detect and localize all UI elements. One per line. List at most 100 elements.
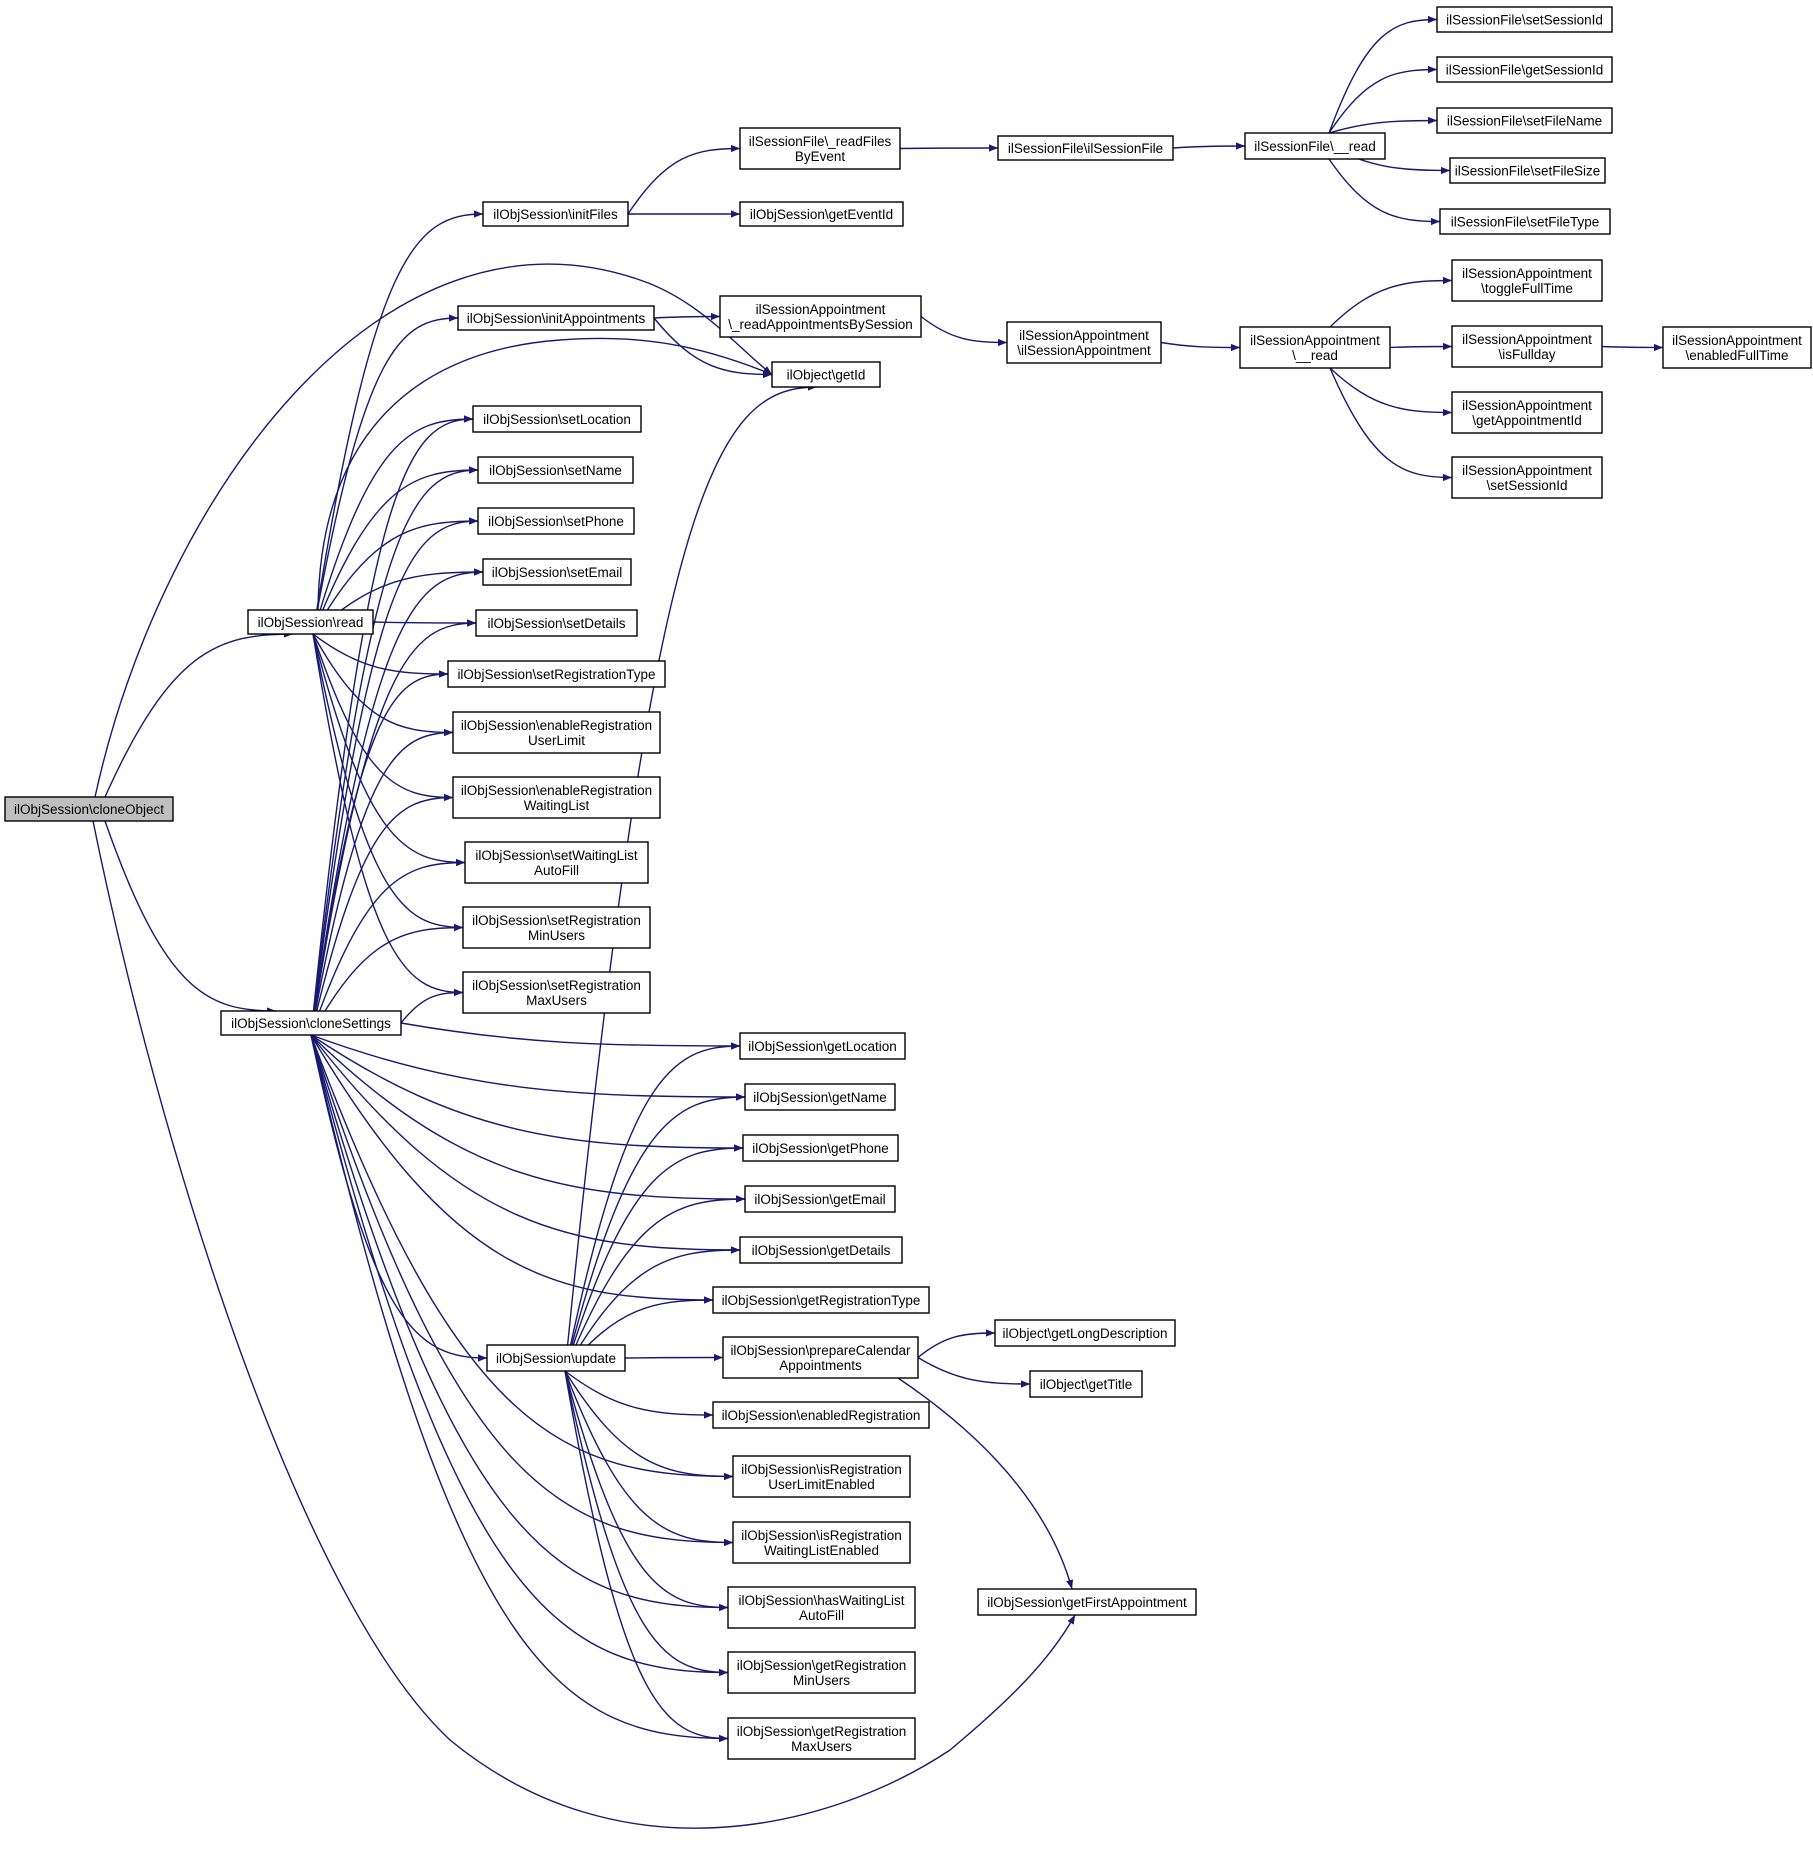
node-box <box>1662 326 1812 369</box>
node-fSetFileType[interactable]: ilSessionFile\setFileType <box>1439 208 1611 235</box>
edge-cloneObject-to-getId <box>94 263 773 798</box>
node-getLongDescription[interactable]: ilObject\getLongDescription <box>994 1319 1176 1347</box>
node-getFirstAppointment[interactable]: ilObjSession\getFirstAppointment <box>977 1588 1197 1616</box>
node-fSetFileSize[interactable]: ilSessionFile\setFileSize <box>1449 157 1606 184</box>
node-initFiles[interactable]: ilObjSession\initFiles <box>482 201 629 227</box>
node-label: ilSessionAppointment <box>756 302 886 317</box>
node-label: MinUsers <box>793 1673 850 1688</box>
node-box <box>1239 326 1391 369</box>
node-box <box>977 1588 1197 1616</box>
node-readAppointmentsBySession[interactable]: ilSessionAppointment\_readAppointmentsBy… <box>719 295 922 338</box>
edge-cloneObject-to-getFirstAppointment <box>92 820 1076 1829</box>
edge-read-to-enableRegWaitingList <box>312 633 454 802</box>
node-label: ilSessionFile\setFileType <box>1451 215 1600 230</box>
node-getTitle[interactable]: ilObject\getTitle <box>1029 1370 1143 1398</box>
node-getPhone[interactable]: ilObjSession\getPhone <box>742 1134 899 1162</box>
node-getAppointmentId[interactable]: ilSessionAppointment\getAppointmentId <box>1451 391 1603 434</box>
node-enabledFullTime[interactable]: ilSessionAppointment\enabledFullTime <box>1662 326 1812 369</box>
edge-cloneSettings-to-getEmail <box>310 1034 746 1203</box>
node-fSetFileName[interactable]: ilSessionFile\setFileName <box>1436 107 1613 134</box>
node-fGetSessionId[interactable]: ilSessionFile\getSessionId <box>1436 56 1613 83</box>
nodes-layer: ilObjSession\cloneObject ilObjSession\rea… <box>4 6 1812 1760</box>
edge-update-to-getEmail <box>564 1195 746 1372</box>
node-label: \getAppointmentId <box>1472 413 1582 428</box>
node-cloneObject[interactable]: ilObjSession\cloneObject <box>4 796 174 822</box>
node-label: MaxUsers <box>526 993 587 1008</box>
node-box <box>464 841 649 884</box>
node-label: ilObjSession\getRegistrationType <box>722 1293 921 1308</box>
node-toggleFullTime[interactable]: ilSessionAppointment\toggleFullTime <box>1451 259 1603 302</box>
node-ilSessionFile[interactable]: ilSessionFile\ilSessionFile <box>997 135 1174 161</box>
edge-read-to-setRegMinUsers <box>312 633 464 932</box>
node-fSetSessionId[interactable]: ilSessionFile\setSessionId <box>1436 6 1613 33</box>
node-read[interactable]: ilObjSession\read <box>247 609 374 635</box>
node-box <box>727 1586 916 1629</box>
node-apptRead[interactable]: ilSessionAppointment\__read <box>1239 326 1391 369</box>
edge-apptRead-to-isFullday <box>1389 342 1453 351</box>
node-label: ilSessionAppointment <box>1462 266 1592 281</box>
node-enableRegWaitingList[interactable]: ilObjSession\enableRegistrationWaitingLi… <box>452 776 661 819</box>
edge-cloneSettings-to-enableRegWaitingList <box>310 793 454 1036</box>
node-isFullday[interactable]: ilSessionAppointment\isFullday <box>1451 325 1603 368</box>
node-box <box>462 906 651 949</box>
node-label: ilObjSession\setRegistration <box>472 978 641 993</box>
edge-update-to-enabledRegistration <box>564 1370 714 1419</box>
edge-read-to-setName <box>312 466 479 635</box>
node-enabledRegistration[interactable]: ilObjSession\enabledRegistration <box>712 1401 930 1429</box>
node-setName[interactable]: ilObjSession\setName <box>477 456 634 484</box>
node-getId[interactable]: ilObject\getId <box>771 361 881 388</box>
node-fileRead[interactable]: ilSessionFile\__read <box>1244 132 1386 160</box>
node-label: ilObjSession\getDetails <box>752 1243 891 1258</box>
node-ilSessionAppointment[interactable]: ilSessionAppointment\ilSessionAppointmen… <box>1006 321 1162 364</box>
edge-fileRead-to-fSetFileType <box>1328 158 1441 226</box>
node-setPhone[interactable]: ilObjSession\setPhone <box>477 507 635 535</box>
node-cloneSettings[interactable]: ilObjSession\cloneSettings <box>220 1010 402 1036</box>
node-label: ilObject\getLongDescription <box>1002 1326 1167 1341</box>
node-box <box>1451 259 1603 302</box>
node-setRegistrationType[interactable]: ilObjSession\setRegistrationType <box>447 660 666 688</box>
node-setLocation[interactable]: ilObjSession\setLocation <box>472 405 642 433</box>
node-box <box>1244 132 1386 160</box>
node-box <box>4 796 174 822</box>
node-getLocation[interactable]: ilObjSession\getLocation <box>739 1032 906 1060</box>
edge-cloneSettings-to-update <box>310 1034 488 1362</box>
edge-cloneObject-to-cloneSettings <box>104 820 277 1015</box>
node-label: \ilSessionAppointment <box>1017 343 1151 358</box>
node-isRegUserLimitEnabled[interactable]: ilObjSession\isRegistrationUserLimitEnab… <box>732 1455 911 1498</box>
node-aSetSessionId[interactable]: ilSessionAppointment\setSessionId <box>1451 456 1603 499</box>
edge-update-to-isRegUserLimitEnabled <box>564 1370 734 1481</box>
node-getRegistrationType[interactable]: ilObjSession\getRegistrationType <box>712 1286 930 1314</box>
node-getName[interactable]: ilObjSession\getName <box>744 1083 896 1111</box>
node-update[interactable]: ilObjSession\update <box>486 1344 626 1372</box>
node-box <box>1436 56 1613 83</box>
node-initAppointments[interactable]: ilObjSession\initAppointments <box>457 305 655 331</box>
node-getEventId[interactable]: ilObjSession\getEventId <box>739 201 904 227</box>
node-box <box>486 1344 626 1372</box>
edge-fileRead-to-fGetSessionId <box>1328 65 1438 134</box>
node-setDetails[interactable]: ilObjSession\setDetails <box>475 609 638 637</box>
node-label: \enabledFullTime <box>1685 348 1788 363</box>
node-getDetails[interactable]: ilObjSession\getDetails <box>739 1236 903 1264</box>
edge-initAppointments-to-readAppointmentsBySession <box>653 312 721 321</box>
node-label: ilObjSession\enableRegistration <box>461 718 652 733</box>
node-box <box>997 135 1174 161</box>
node-setEmail[interactable]: ilObjSession\setEmail <box>482 558 632 586</box>
node-box <box>732 1521 911 1564</box>
edge-cloneSettings-to-setEmail <box>310 568 484 1036</box>
edge-read-to-setPhone <box>312 517 479 635</box>
edge-read-to-setDetails <box>372 619 477 627</box>
node-label: \__read <box>1292 348 1338 363</box>
node-box <box>727 1651 916 1694</box>
node-isRegWaitingListEnabled[interactable]: ilObjSession\isRegistrationWaitingListEn… <box>732 1521 911 1564</box>
node-getEmail[interactable]: ilObjSession\getEmail <box>744 1185 896 1213</box>
edge-cloneSettings-to-isRegWaitingListEnabled <box>310 1034 734 1547</box>
